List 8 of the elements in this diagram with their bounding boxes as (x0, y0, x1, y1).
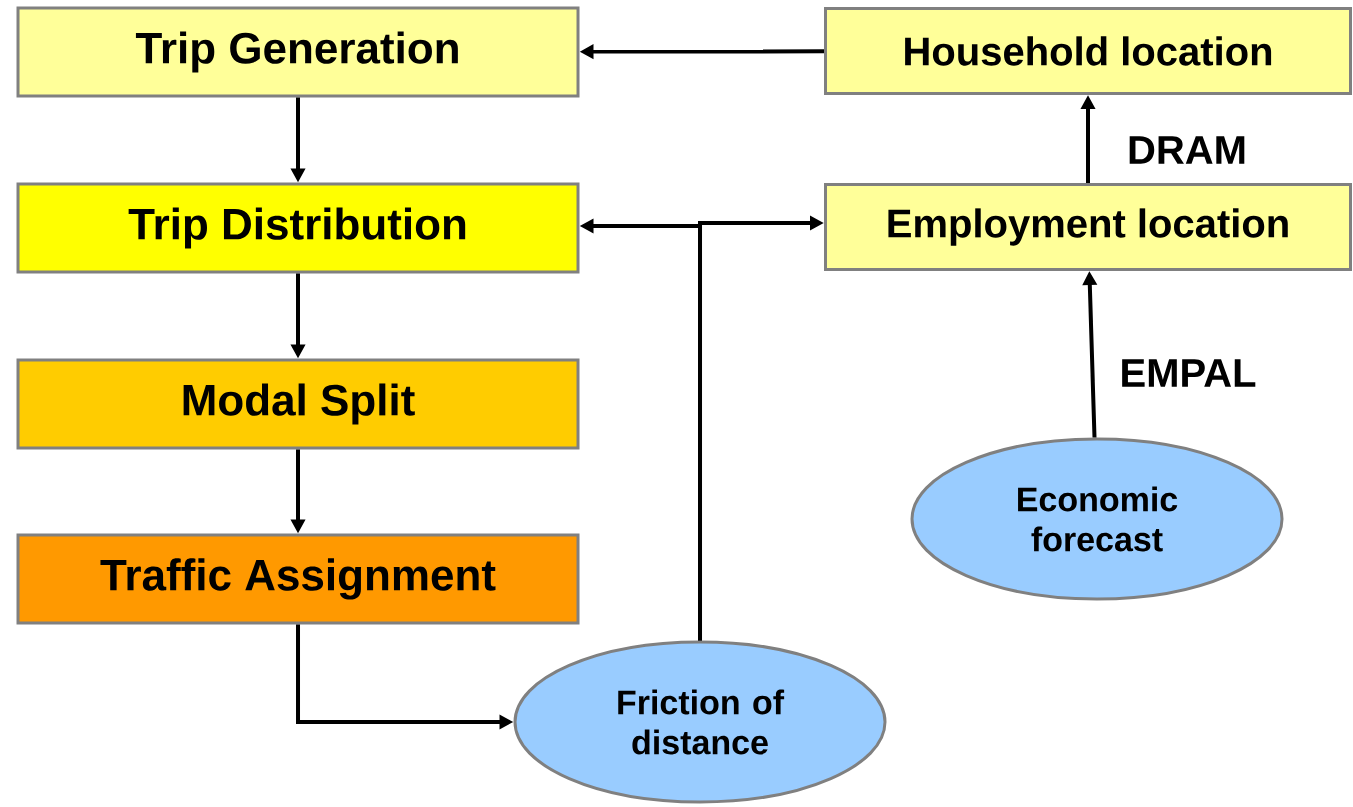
process-box: Trip Distribution (16, 182, 580, 274)
process-box: Trip Generation (16, 6, 580, 98)
process-box: Modal Split (16, 358, 580, 450)
edge-label: DRAM (1125, 134, 1249, 166)
process-box: Household location (824, 7, 1352, 95)
edge-label: EMPAL (1117, 357, 1259, 389)
process-box: Traffic Assignment (16, 533, 580, 625)
process-box: Employment location (824, 183, 1352, 271)
